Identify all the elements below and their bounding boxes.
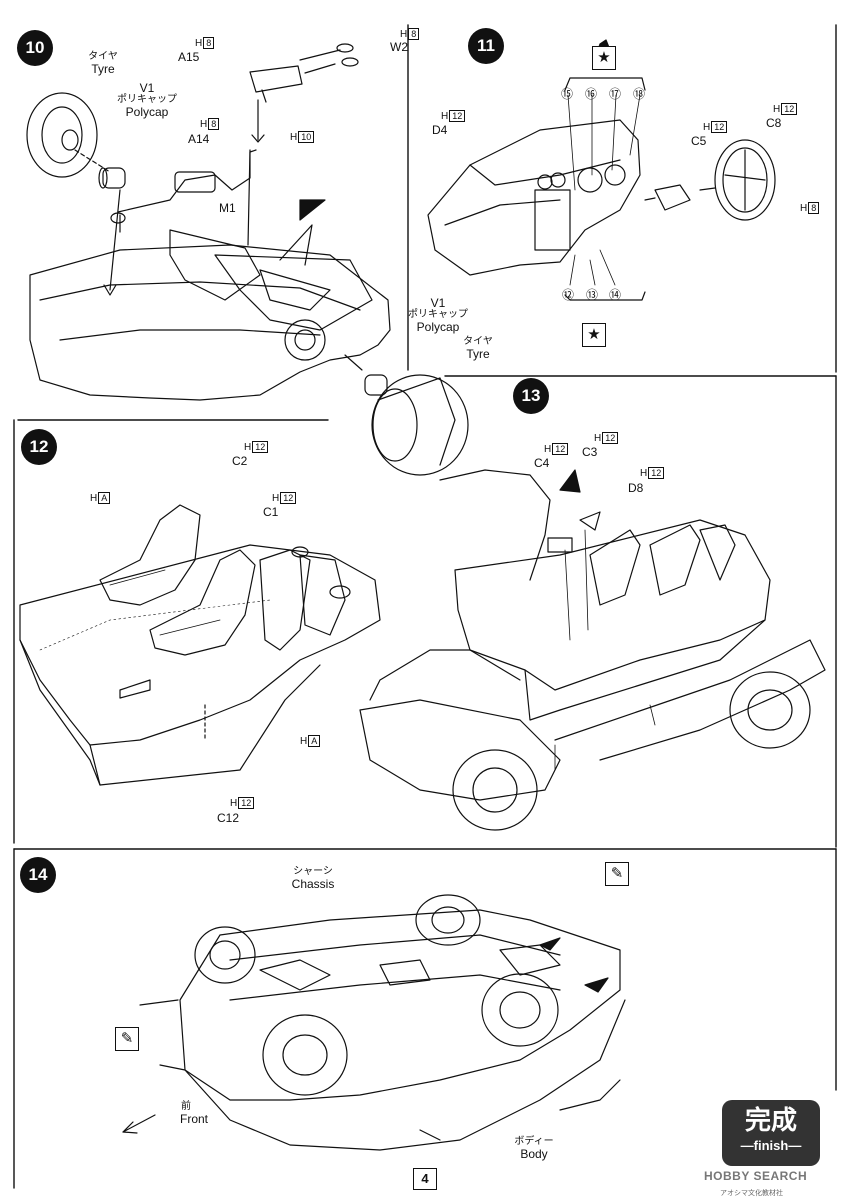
copyright-text: アオシマ文化教材社 (720, 1189, 783, 1197)
step-10-number: 10 (17, 30, 53, 66)
page-number: 4 (413, 1168, 437, 1190)
chassis-jp-label: シャーシ (293, 866, 333, 877)
polycap-jp-label-right: ポリキャップ (408, 309, 468, 320)
watermark: HOBBY SEARCH (704, 1169, 808, 1183)
body-jp-label: ボディー (514, 1136, 554, 1147)
part-a14-label: A14 (188, 132, 210, 146)
polycap-jp-label: ポリキャップ (117, 94, 177, 105)
step12-interior-drawing (19, 504, 381, 786)
front-jp-label: 前 (181, 1101, 191, 1112)
glue-icon-left: ✎ (115, 1027, 139, 1051)
step14-final-drawing (122, 894, 626, 1151)
step11-dashboard-drawing (427, 39, 776, 301)
step-14-number: 14 (20, 857, 56, 893)
part-c3-label: C3 (582, 445, 598, 459)
finish-badge: 完成 —finish— (722, 1100, 820, 1166)
decal-16: ⑯ (585, 87, 598, 101)
front-en-label: Front (179, 1112, 209, 1126)
part-m1-label: M1 (219, 201, 236, 215)
decal-12: ⑫ (562, 288, 575, 302)
decal-13: ⑬ (586, 288, 599, 302)
part-a15-label: A15 (178, 50, 200, 64)
decal-14: ⑭ (609, 288, 622, 302)
step-11-number: 11 (468, 28, 504, 64)
part-c4-label: C4 (534, 456, 550, 470)
part-v1-label: V1 (139, 81, 155, 95)
part-v1-label-right: V1 (430, 296, 446, 310)
body-en-label: Body (520, 1147, 548, 1161)
part-d8-label: D8 (628, 481, 644, 495)
step13-assembly-drawing (359, 469, 826, 831)
step10-chassis-drawing (26, 43, 469, 476)
step-13-number: 13 (513, 378, 549, 414)
part-c12-label: C12 (217, 811, 240, 825)
step10-right-tyre (371, 374, 469, 476)
decal-18: ⑱ (633, 87, 646, 101)
decal-star-icon-top: ★ (592, 46, 616, 70)
tyre-en-label-right: Tyre (466, 347, 490, 361)
chassis-en-label: Chassis (291, 877, 335, 891)
part-c5-label: C5 (691, 134, 707, 148)
part-d4-label: D4 (432, 123, 448, 137)
decal-17: ⑰ (609, 87, 622, 101)
tyre-jp-label: タイヤ (88, 51, 118, 62)
glue-icon-right: ✎ (605, 862, 629, 886)
tyre-jp-label-right: タイヤ (463, 336, 493, 347)
polycap-en-label-right: Polycap (416, 320, 460, 334)
decal-star-icon-bottom: ★ (582, 323, 606, 347)
polycap-en-label: Polycap (125, 105, 169, 119)
part-w2-label: W2 (390, 40, 408, 54)
panel-dividers (13, 24, 837, 1189)
part-c1-label: C1 (263, 505, 279, 519)
finish-badge-jp: 完成 (744, 1106, 797, 1136)
tyre-en-label: Tyre (91, 62, 115, 76)
step-12-number: 12 (21, 429, 57, 465)
finish-badge-en: —finish— (740, 1138, 802, 1153)
part-c8-label: C8 (766, 116, 782, 130)
part-c2-label: C2 (232, 454, 248, 468)
decal-15: ⑮ (561, 87, 574, 101)
